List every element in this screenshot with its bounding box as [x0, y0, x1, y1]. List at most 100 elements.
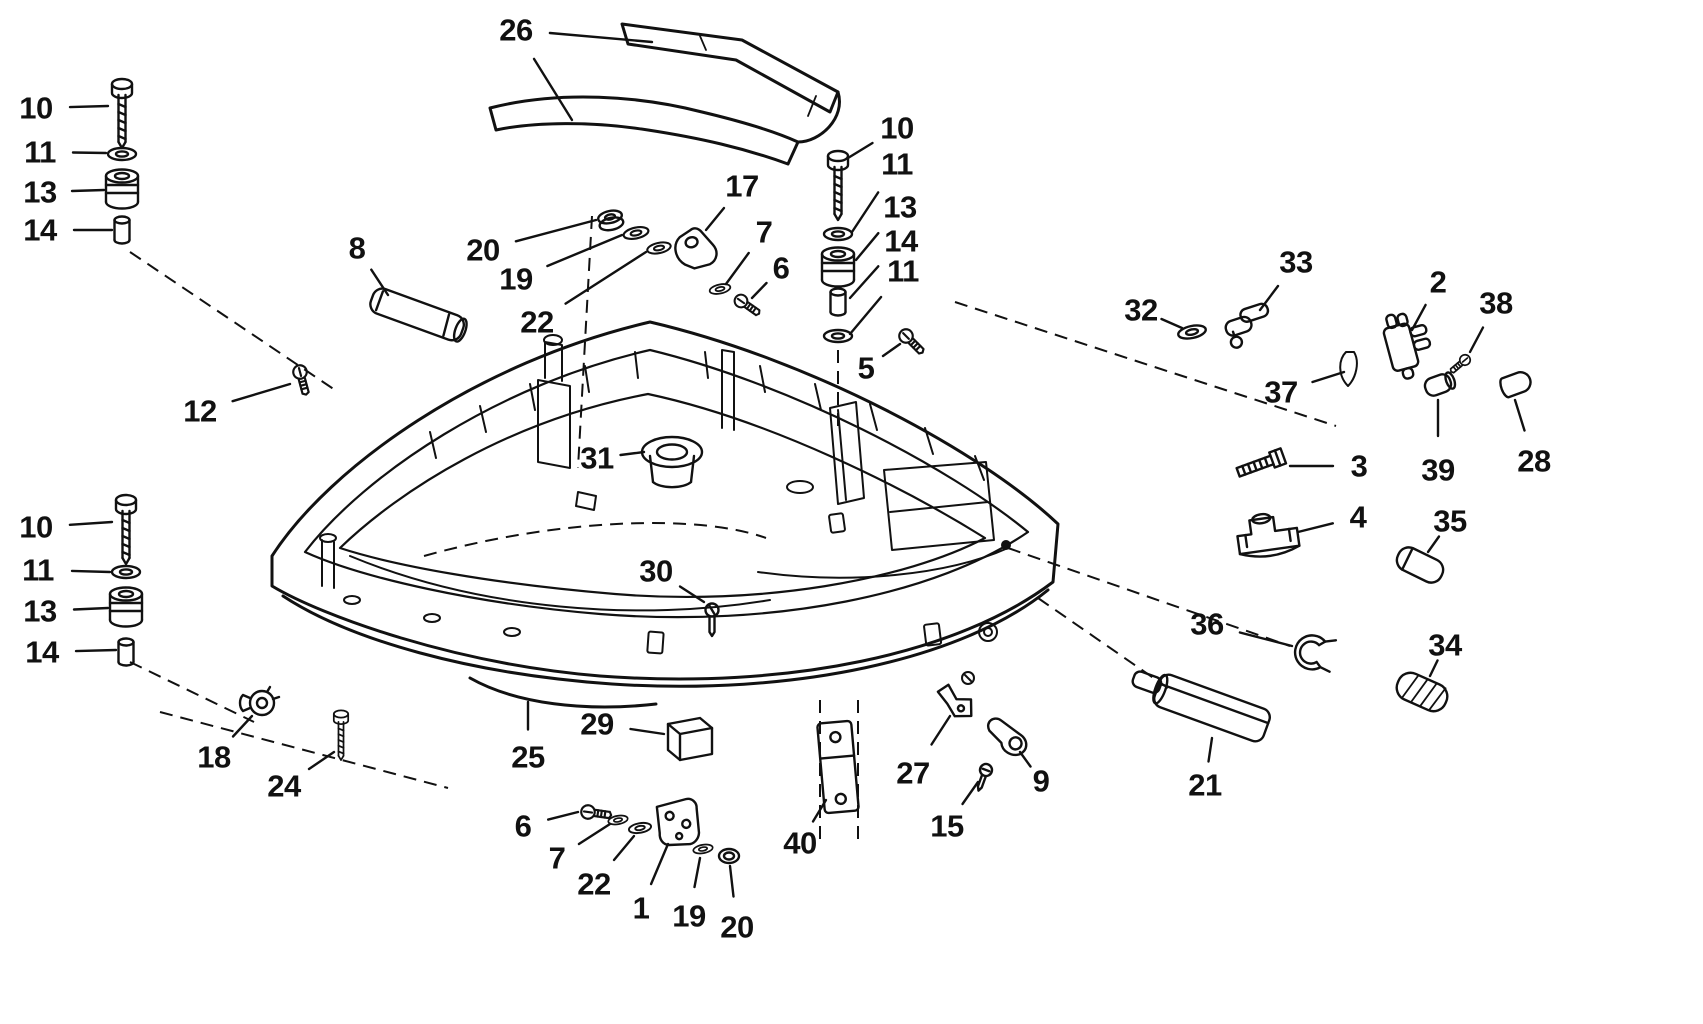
grommet-31: [640, 435, 704, 489]
handle-21: [1131, 670, 1271, 743]
leader-line-15: [961, 780, 980, 806]
part-callout-9: 9: [1032, 763, 1050, 799]
part-callout-10: 10: [19, 509, 53, 545]
leader-line-20: [514, 218, 598, 243]
leader-line-6: [750, 281, 768, 300]
leader-line-20: [728, 864, 735, 898]
lever-9: [987, 717, 1028, 757]
part-callout-38: 38: [1479, 285, 1513, 321]
clamp-33: [1224, 302, 1270, 349]
leader-line-14: [848, 265, 880, 300]
clip-36: [1293, 634, 1338, 673]
part-callout-37: 37: [1264, 374, 1298, 410]
leader-line-38: [1468, 326, 1485, 354]
leader-line-4: [1296, 522, 1335, 534]
part-callout-19: 19: [499, 261, 533, 297]
gasket-37: [1339, 351, 1358, 387]
leader-line-11: [70, 569, 112, 574]
leader-line-21: [1207, 736, 1214, 763]
leader-line-27: [930, 714, 952, 746]
part-callout-25: 25: [511, 739, 545, 775]
leader-line-35: [1426, 535, 1441, 554]
part-callout-11: 11: [881, 146, 913, 182]
part-callout-20: 20: [466, 232, 500, 268]
leader-line-7: [577, 822, 612, 846]
part-callout-36: 36: [1190, 606, 1224, 642]
leader-line-11: [848, 295, 883, 336]
leader-line-32: [1160, 317, 1184, 330]
leader-line-11: [850, 191, 880, 234]
part-callout-13: 13: [23, 174, 57, 210]
leader-line-26: [532, 57, 574, 122]
bracket-27: [936, 683, 973, 718]
leader-line-19: [546, 233, 624, 268]
part-callout-4: 4: [1349, 499, 1367, 535]
part-callout-14: 14: [884, 223, 918, 259]
bracket-1: [655, 797, 701, 847]
part-callout-35: 35: [1433, 503, 1467, 539]
leader-line-17: [704, 206, 726, 232]
leader-line-1: [649, 842, 670, 886]
clamp-17: [674, 227, 718, 270]
leader-line-22: [612, 834, 636, 862]
leader-line-10: [846, 141, 874, 160]
part-callout-2: 2: [1429, 264, 1447, 300]
roller-35: [1395, 546, 1445, 584]
cap-28: [1499, 371, 1532, 399]
lower-cowl-pan: [270, 320, 1060, 709]
leader-line-14: [74, 648, 118, 653]
part-callout-18: 18: [197, 739, 231, 775]
part-callout-12: 12: [183, 393, 217, 429]
part-callout-3: 3: [1350, 448, 1368, 484]
leader-line-19: [693, 856, 702, 889]
handle-grip-8: [369, 287, 468, 343]
part-callout-20: 20: [720, 909, 754, 945]
leader-line-7: [724, 251, 750, 286]
part-callout-7: 7: [548, 840, 566, 876]
part-callout-30: 30: [639, 553, 673, 589]
part-callout-13: 13: [23, 593, 57, 629]
leader-line-9: [1018, 750, 1032, 768]
part-callout-6: 6: [514, 808, 532, 844]
leader-line-34: [1428, 659, 1439, 678]
part-callout-6: 6: [772, 250, 790, 286]
screw-15: [976, 762, 994, 792]
roller-34: [1395, 671, 1449, 713]
part-callout-19: 19: [672, 898, 706, 934]
leader-line-10: [68, 104, 110, 109]
part-callout-8: 8: [348, 230, 366, 266]
screw-30: [704, 602, 720, 638]
grommet-20-bottom: [717, 847, 741, 865]
part-callout-24: 24: [267, 768, 301, 804]
part-callout-34: 34: [1428, 627, 1462, 663]
spacer-39: [1423, 371, 1457, 397]
leader-line-13: [72, 606, 110, 611]
clamp-4: [1236, 512, 1301, 558]
part-callout-11: 11: [24, 134, 56, 170]
leader-line-30: [678, 585, 706, 604]
part-callout-10: 10: [880, 110, 914, 146]
leader-line-6: [547, 810, 580, 821]
leader-line-11: [71, 151, 108, 155]
part-callout-15: 15: [930, 808, 964, 844]
grommet-18: [238, 685, 281, 717]
leader-line-36: [1238, 631, 1294, 648]
part-callout-11: 11: [22, 552, 54, 588]
part-callout-39: 39: [1421, 452, 1455, 488]
leader-line-28: [1513, 398, 1526, 432]
part-callout-17: 17: [725, 168, 759, 204]
leader-line-29: [629, 727, 666, 736]
leader-line-26: [548, 31, 654, 44]
leader-line-5: [881, 342, 902, 358]
part-callout-11: 11: [887, 253, 919, 289]
part-callout-7: 7: [755, 214, 773, 250]
part-callout-40: 40: [783, 825, 817, 861]
part-callout-10: 10: [19, 90, 53, 126]
part-callout-29: 29: [580, 706, 614, 742]
part-callout-31: 31: [580, 440, 614, 476]
part-callout-22: 22: [520, 304, 554, 340]
leader-line-13: [854, 231, 880, 262]
